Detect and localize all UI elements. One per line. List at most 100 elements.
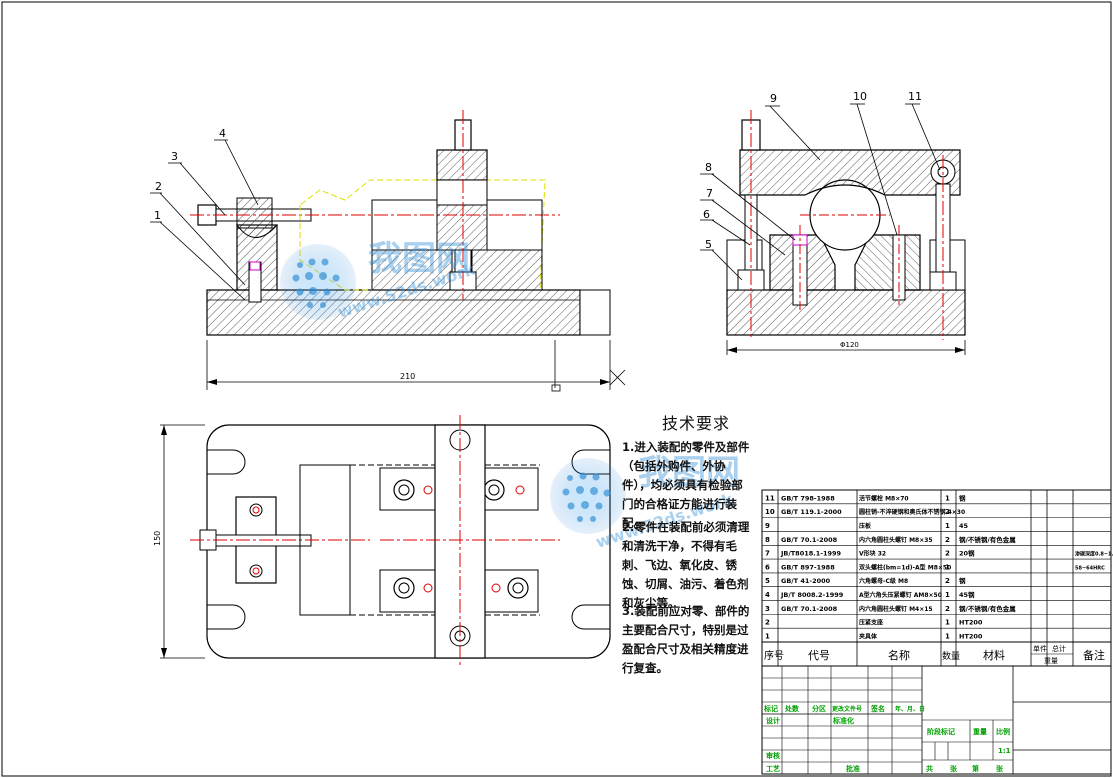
bom-header-name: 名称 [888,648,910,662]
dim-top-height: 150 [153,531,162,546]
bom-cell-qty: 1 [945,522,950,530]
bom-cell-code: JB/T8018.1-1999 [780,550,842,558]
bom-header-code: 代号 [808,649,830,662]
bom-cell-material: HT200 [959,633,983,641]
bom-cell-qty: 2 [945,577,950,585]
callout-11: 11 [908,90,922,103]
bom-header-qty: 数量 [942,650,960,662]
tb-approve: 批准 [846,764,860,773]
bom-cell-material: HT200 [959,619,983,627]
bom-cell-material: 钢/不锈钢/有色金属 [959,535,1016,544]
tb-process: 工艺 [766,764,780,773]
callout-5: 5 [705,238,712,251]
dim-side-width: Φ120 [840,341,859,349]
watermark-cn-2: 我图网 [638,453,740,493]
bom-cell-qty: 1 [945,591,950,599]
bom-cell-no: 4 [765,591,770,599]
bom-header-weight: 重量 [1044,657,1058,665]
bom-cell-name: 压紧支座 [859,619,883,627]
tb-stage-mark: 阶段标记 [927,727,955,736]
bom-cell-code: GB/T 70.1-2008 [781,605,838,613]
requirement-note-3: 3.装配前应对零、部件的主要配合尺寸，特别是过盈配合尺寸及相关精度进行复查。 [622,604,750,675]
dim-front-width: 210 [400,372,415,381]
requirement-note-2: 2.零件在装配前必须清理和清洗干净，不得有毛刺、飞边、氧化皮、锈蚀、切屑、油污、… [622,520,750,610]
bom-cell-name: 双头螺柱(bm=1d)-A型 M8×50 [859,563,951,571]
bom-cell-no: 1 [765,633,770,641]
bom-cell-note: 渗碳深度0.8~1.2 [1075,551,1113,558]
bom-cell-material: 钢 [959,576,966,585]
bom-header-total: 总计 [1052,644,1066,653]
bom-cell-name: 内六角圆柱头螺钉 M8×35 [859,536,933,544]
bom-header-note: 备注 [1083,648,1105,662]
tb-scale: 比例 [996,727,1010,736]
bom-cell-qty: 2 [945,508,950,516]
bom-cell-name: 压板 [859,522,872,530]
tb-date: 年、月、日 [895,705,925,713]
front-callouts: 1 2 3 4 [150,127,259,301]
watermark-cn-1: 我图网 [368,239,470,279]
side-view: Φ120 [726,110,966,355]
callout-4: 4 [219,127,226,140]
tb-count: 处数 [784,704,800,713]
requirement-note-1: 1.进入装配的零件及部件（包括外购件、外协件），均必须具有检验部门的合格证方能进… [622,440,750,530]
bom-cell-material: 45 [959,522,969,530]
bom-cell-no: 3 [765,605,770,613]
callout-3: 3 [171,150,178,163]
tb-weight: 重量 [973,727,987,736]
callout-2: 2 [155,180,162,193]
title-block: 标记 处数 分区 更改文件号 签名 年、月、日 设计 标准化 阶段标记 重量 比… [761,665,1112,775]
bom-header-no: 序号 [764,649,784,662]
tb-design: 设计 [766,716,780,725]
side-callouts: 5 6 7 8 9 10 11 [700,90,941,281]
bom-cell-no: 11 [765,494,775,502]
bom-cell-no: 2 [765,619,770,627]
bom-cell-name: 夹具体 [859,633,878,641]
bom-cell-material: 钢 [959,493,966,502]
callout-7: 7 [706,187,713,200]
tb-page-count: 张 [996,764,1004,773]
tb-sheet-count: 张 [950,764,958,773]
callout-1: 1 [154,209,161,222]
callout-8: 8 [705,161,712,174]
bom-cell-name: 六角螺母-C级 M8 [859,577,908,585]
bom-cell-qty: 1 [945,619,950,627]
bom-cell-no: 9 [765,522,770,530]
bom-cell-name: 内六角圆柱头螺钉 M4×15 [859,605,933,613]
bom-cell-no: 7 [765,550,770,558]
bom-cell-qty: 2 [945,605,950,613]
bom-cell-qty: 1 [945,633,950,641]
bom-cell-code: GB/T 70.1-2008 [781,536,838,544]
bom-cell-material: 钢/不锈钢/有色金属 [959,604,1016,613]
tb-mark: 标记 [763,704,778,713]
bom-cell-name: 圆柱销-不淬硬钢和奥氏体不锈钢 4×30 [859,508,965,516]
tb-total: 共 [926,764,933,773]
bom-cell-name: A型六角头压紧螺钉 AM8×50 [859,591,942,599]
bom-cell-qty: 1 [945,494,950,502]
bom-cell-code: GB/T 798-1988 [781,494,835,502]
bom-cell-material: 45钢 [959,590,975,599]
bom-cell-name: V形块 32 [859,550,886,558]
tb-signature: 签名 [870,704,885,713]
callout-10: 10 [853,90,867,103]
bom-cell-qty: 1 [945,563,950,571]
tb-standardize: 标准化 [832,716,854,725]
tb-review: 审核 [766,751,780,760]
bom-cell-no: 6 [765,563,770,571]
bom-cell-name: 活节螺栓 M8×70 [859,494,909,502]
bom-cell-code: GB/T 897-1988 [781,563,835,571]
bom-cell-material: 20钢 [959,549,975,558]
bom-header-material: 材料 [983,648,1005,662]
bom-cell-qty: 2 [945,550,950,558]
tb-zone: 分区 [812,704,826,713]
callout-9: 9 [770,92,777,105]
bom-cell-code: GB/T 41-2000 [781,577,831,585]
top-view: 150 [153,415,611,665]
bom-cell-qty: 2 [945,536,950,544]
bom-cell-code: GB/T 119.1-2000 [781,508,842,516]
tb-scale-value: 1:1 [998,747,1011,755]
pressure-plate [739,149,961,196]
callout-6: 6 [703,208,710,221]
